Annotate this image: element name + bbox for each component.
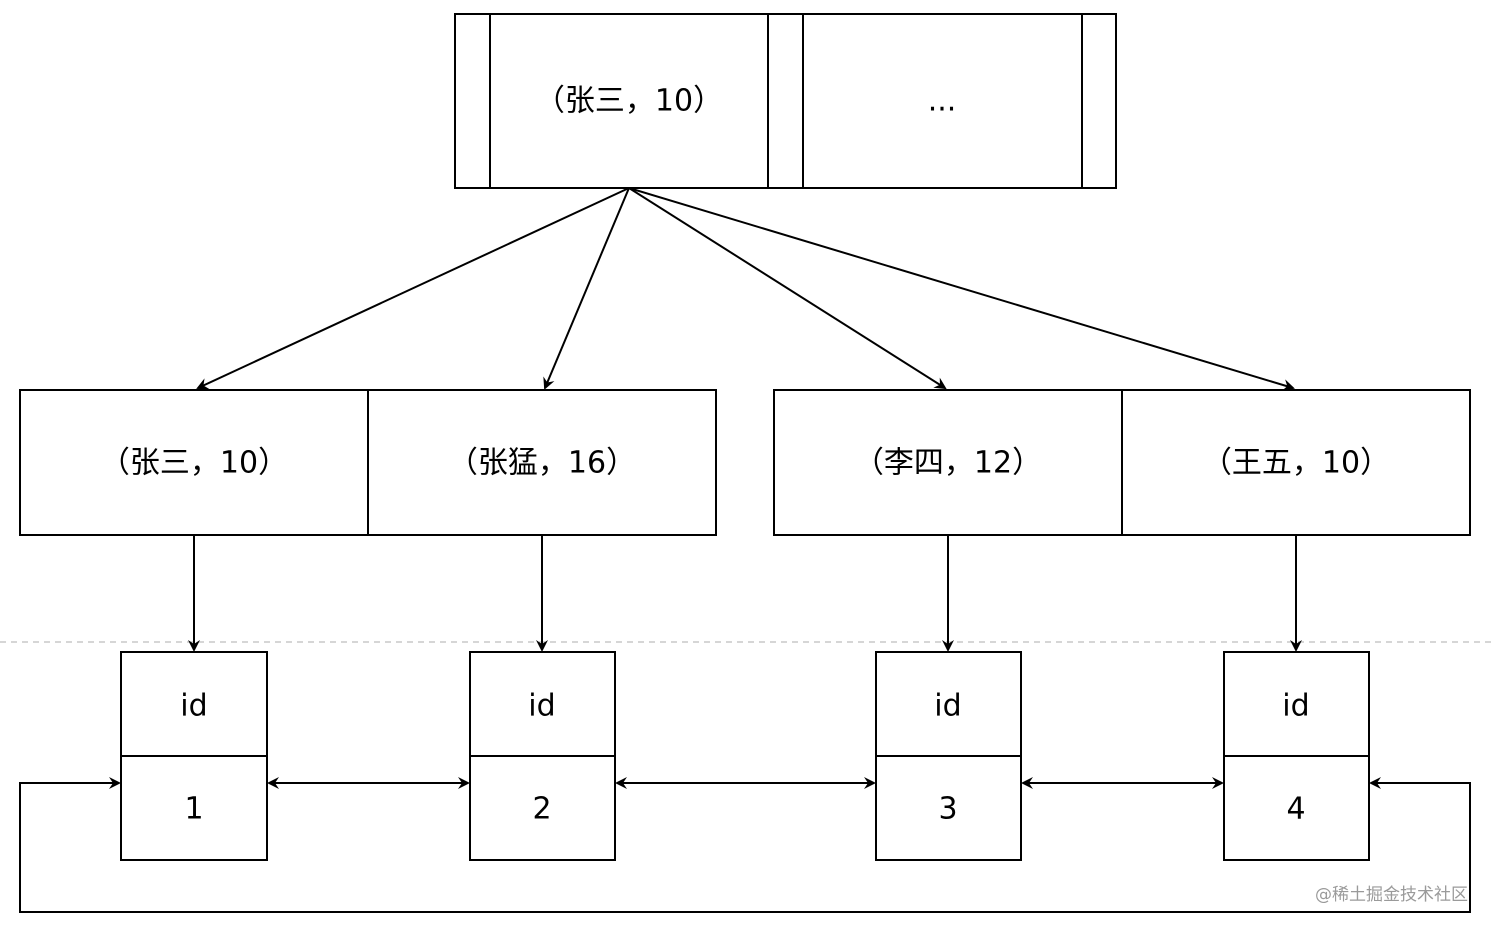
entry-to-record-arrows: [188, 535, 1302, 652]
secondary-entry-label-1: （张三，10）: [100, 446, 288, 481]
record-4-value: 4: [1286, 792, 1305, 827]
root-to-secondary-arrows: [196, 187, 1295, 391]
record-1: id 1: [120, 651, 268, 861]
record-3-header: id: [934, 689, 961, 724]
record-2: id 2: [469, 651, 616, 861]
record-3-value: 3: [938, 792, 957, 827]
record-4-header: id: [1282, 689, 1309, 724]
arrow-root-to-entry-1: [196, 187, 630, 390]
record-2-header: id: [528, 689, 555, 724]
secondary-node-right: （李四，12） （王五，10）: [773, 389, 1471, 536]
record-2-value: 2: [532, 792, 551, 827]
secondary-node-left: （张三，10） （张猛，16）: [19, 389, 717, 536]
secondary-entry-label-2: （张猛，16）: [448, 446, 636, 481]
secondary-entry-label-4: （王五，10）: [1202, 446, 1390, 481]
root-entry-label: （张三，10）: [535, 84, 723, 119]
record-1-header: id: [180, 689, 207, 724]
record-3: id 3: [875, 651, 1022, 861]
wraparound-link: [19, 777, 1471, 913]
watermark-text: @稀土掘金技术社区: [1315, 885, 1468, 905]
root-node: （张三，10） ...: [454, 13, 1117, 189]
arrow-root-to-entry-2: [543, 187, 630, 390]
arrow-root-to-entry-3: [628, 187, 947, 390]
secondary-entry-label-3: （李四，12）: [854, 446, 1042, 481]
record-1-value: 1: [184, 792, 203, 827]
root-node-box: [454, 13, 1117, 189]
record-4: id 4: [1223, 651, 1370, 861]
root-more-label: ...: [928, 84, 957, 119]
arrow-root-to-entry-4: [628, 187, 1295, 391]
